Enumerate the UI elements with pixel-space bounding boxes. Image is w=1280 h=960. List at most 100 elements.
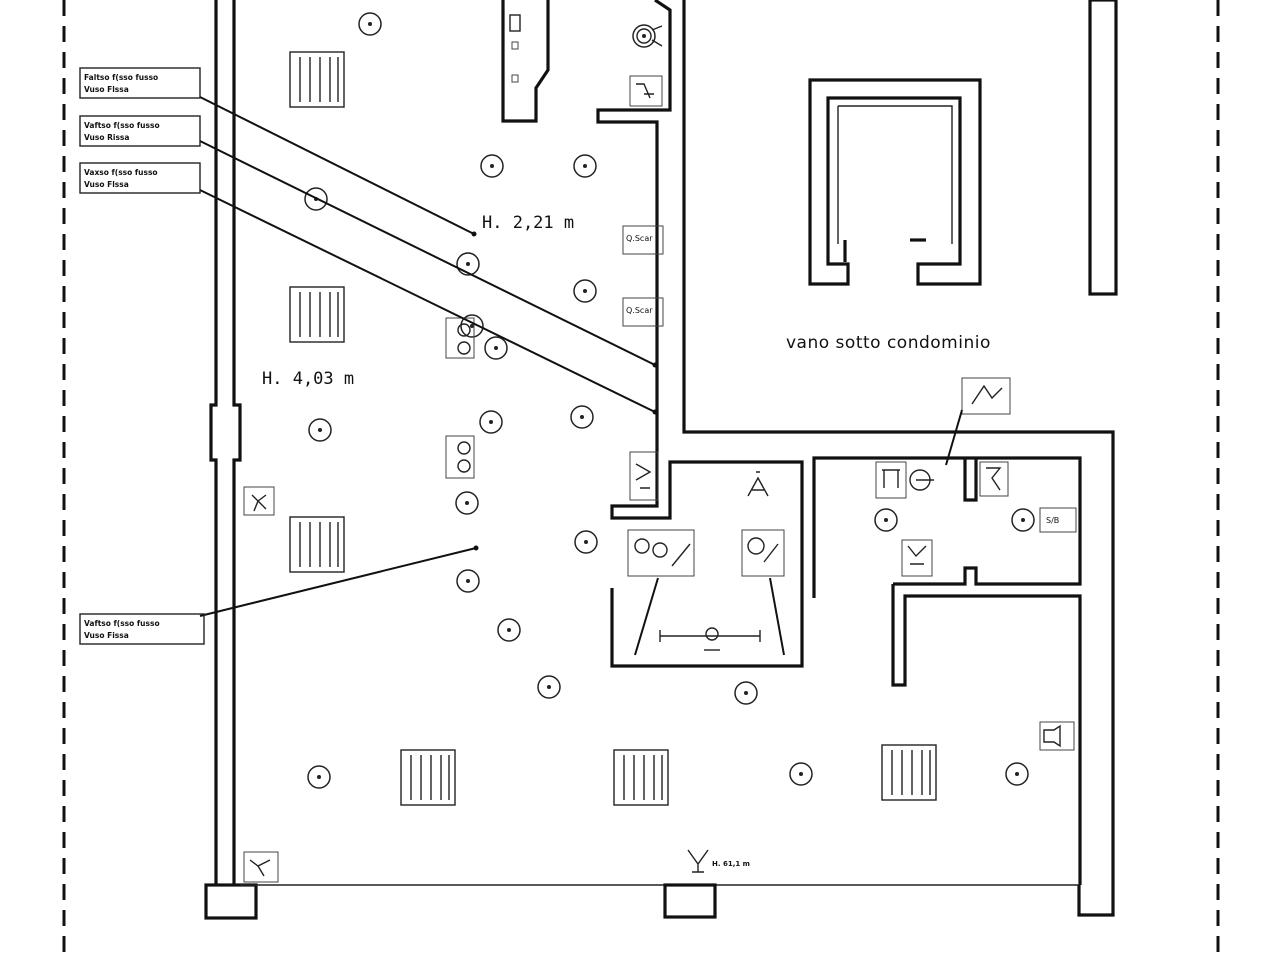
- panel-symbol: Q.Scar: [622, 297, 664, 327]
- light-point-center: [470, 324, 474, 328]
- light-point-icon: [1005, 762, 1029, 786]
- light-point-center: [318, 428, 322, 432]
- light-point-center: [507, 628, 511, 632]
- light-point-icon: [358, 12, 382, 36]
- radiator: [400, 749, 456, 806]
- radiator: [289, 286, 345, 343]
- speaker-symbol: [243, 486, 275, 516]
- light-point-center: [466, 579, 470, 583]
- light-point-center: [583, 164, 587, 168]
- outlet-symbol: [629, 75, 663, 107]
- note-line: Vaftso f(sso fusso: [84, 121, 160, 130]
- light-point-center: [583, 289, 587, 293]
- light-point-icon: [573, 279, 597, 303]
- light-point-icon: [734, 681, 758, 705]
- light-point-icon: [537, 675, 561, 699]
- light-point-center: [547, 685, 551, 689]
- light-point-icon: [1011, 508, 1035, 532]
- note-line: Vaftso f(sso fusso: [84, 619, 160, 628]
- radiators: [289, 51, 937, 806]
- light-point-center: [489, 420, 493, 424]
- note-line: Faltso f(sso fusso: [84, 73, 158, 82]
- outlet-symbol: [636, 25, 663, 47]
- sink-symbol: [741, 529, 785, 577]
- light-point-icon: [456, 569, 480, 593]
- light-point-icon: [789, 762, 813, 786]
- light-point-center: [584, 540, 588, 544]
- light-point-center: [799, 772, 803, 776]
- height-label-lower: H. 4,03 m: [262, 369, 354, 389]
- light-point-center: [642, 34, 646, 38]
- light-points: [304, 12, 1035, 789]
- light-point-center: [490, 164, 494, 168]
- height-label-fixture: H. 61,1 m: [712, 860, 750, 868]
- outlet-symbol: [629, 451, 659, 501]
- note-label-3: Vaxso f(sso fusso Vuso Flssa: [79, 162, 201, 194]
- height-label-upper: H. 2,21 m: [482, 213, 574, 233]
- light-point-center: [465, 501, 469, 505]
- light-point-icon: [307, 765, 331, 789]
- note-line: Vaxso f(sso fusso: [84, 168, 158, 177]
- outlet-symbol: [445, 435, 475, 479]
- fixtures: Q.Scar Q.Scar S/B: [243, 25, 1077, 883]
- towel-rail-symbol: [659, 627, 761, 651]
- panel-symbol: S/B: [1039, 507, 1077, 533]
- top-right-wall: [596, 0, 804, 668]
- light-point-center: [1021, 518, 1025, 522]
- light-point-icon: [479, 410, 503, 434]
- sink-symbol: [627, 529, 695, 577]
- radiator: [613, 749, 669, 806]
- radiator: [881, 744, 937, 801]
- toilet-symbol: [961, 377, 1011, 415]
- toilet-symbol: [875, 461, 934, 499]
- light-point-center: [494, 346, 498, 350]
- speaker-symbol: [747, 471, 769, 497]
- light-point-icon: [497, 618, 521, 642]
- stair-u: [808, 78, 982, 286]
- note-line: Vuso Fissa: [84, 631, 129, 640]
- speaker-symbol: [1039, 721, 1075, 751]
- note-line: Vuso Flssa: [84, 85, 129, 94]
- light-point-center: [744, 691, 748, 695]
- note-line: Vuso Rissa: [84, 133, 129, 142]
- bottom-door-block: [663, 883, 717, 919]
- fixture-tag: S/B: [1046, 516, 1059, 525]
- light-point-center: [368, 22, 372, 26]
- light-point-icon: [573, 154, 597, 178]
- radiator: [289, 51, 345, 108]
- light-point-center: [1015, 772, 1019, 776]
- radiator: [289, 516, 345, 573]
- light-point-icon: [456, 252, 480, 276]
- light-point-icon: [480, 154, 504, 178]
- top-column: [501, 0, 550, 123]
- speaker-symbol: [687, 849, 709, 873]
- panel-symbol: Q.Scar: [622, 225, 664, 255]
- light-point-center: [466, 262, 470, 266]
- light-point-icon: [574, 530, 598, 554]
- light-point-icon: [632, 24, 656, 48]
- note-label-2: Vaftso f(sso fusso Vuso Rissa: [79, 115, 201, 147]
- light-point-icon: [484, 336, 508, 360]
- note-label-4: Vaftso f(sso fusso Vuso Fissa: [79, 613, 205, 645]
- outlet-symbol: [979, 461, 1009, 497]
- light-point-icon: [304, 187, 328, 211]
- note-label-1: Faltso f(sso fusso Vuso Flssa: [79, 67, 201, 99]
- light-point-icon: [874, 508, 898, 532]
- fixture-tag: Q.Scar: [626, 234, 653, 243]
- stair-core-boundary: [682, 0, 1115, 917]
- light-point-center: [580, 415, 584, 419]
- bathroom-walls: [812, 456, 1082, 885]
- outlet-symbol: [445, 317, 475, 359]
- room-label: vano sotto condominio: [786, 333, 991, 353]
- fixture-tag: Q.Scar: [626, 306, 653, 315]
- speaker-symbol: [243, 851, 279, 883]
- note-line: Vuso Flssa: [84, 180, 129, 189]
- light-point-icon: [570, 405, 594, 429]
- light-point-icon: [460, 314, 484, 338]
- light-point-icon: [455, 491, 479, 515]
- left-wall: [204, 0, 258, 920]
- light-point-center: [317, 775, 321, 779]
- light-point-icon: [308, 418, 332, 442]
- right-column: [1088, 0, 1118, 296]
